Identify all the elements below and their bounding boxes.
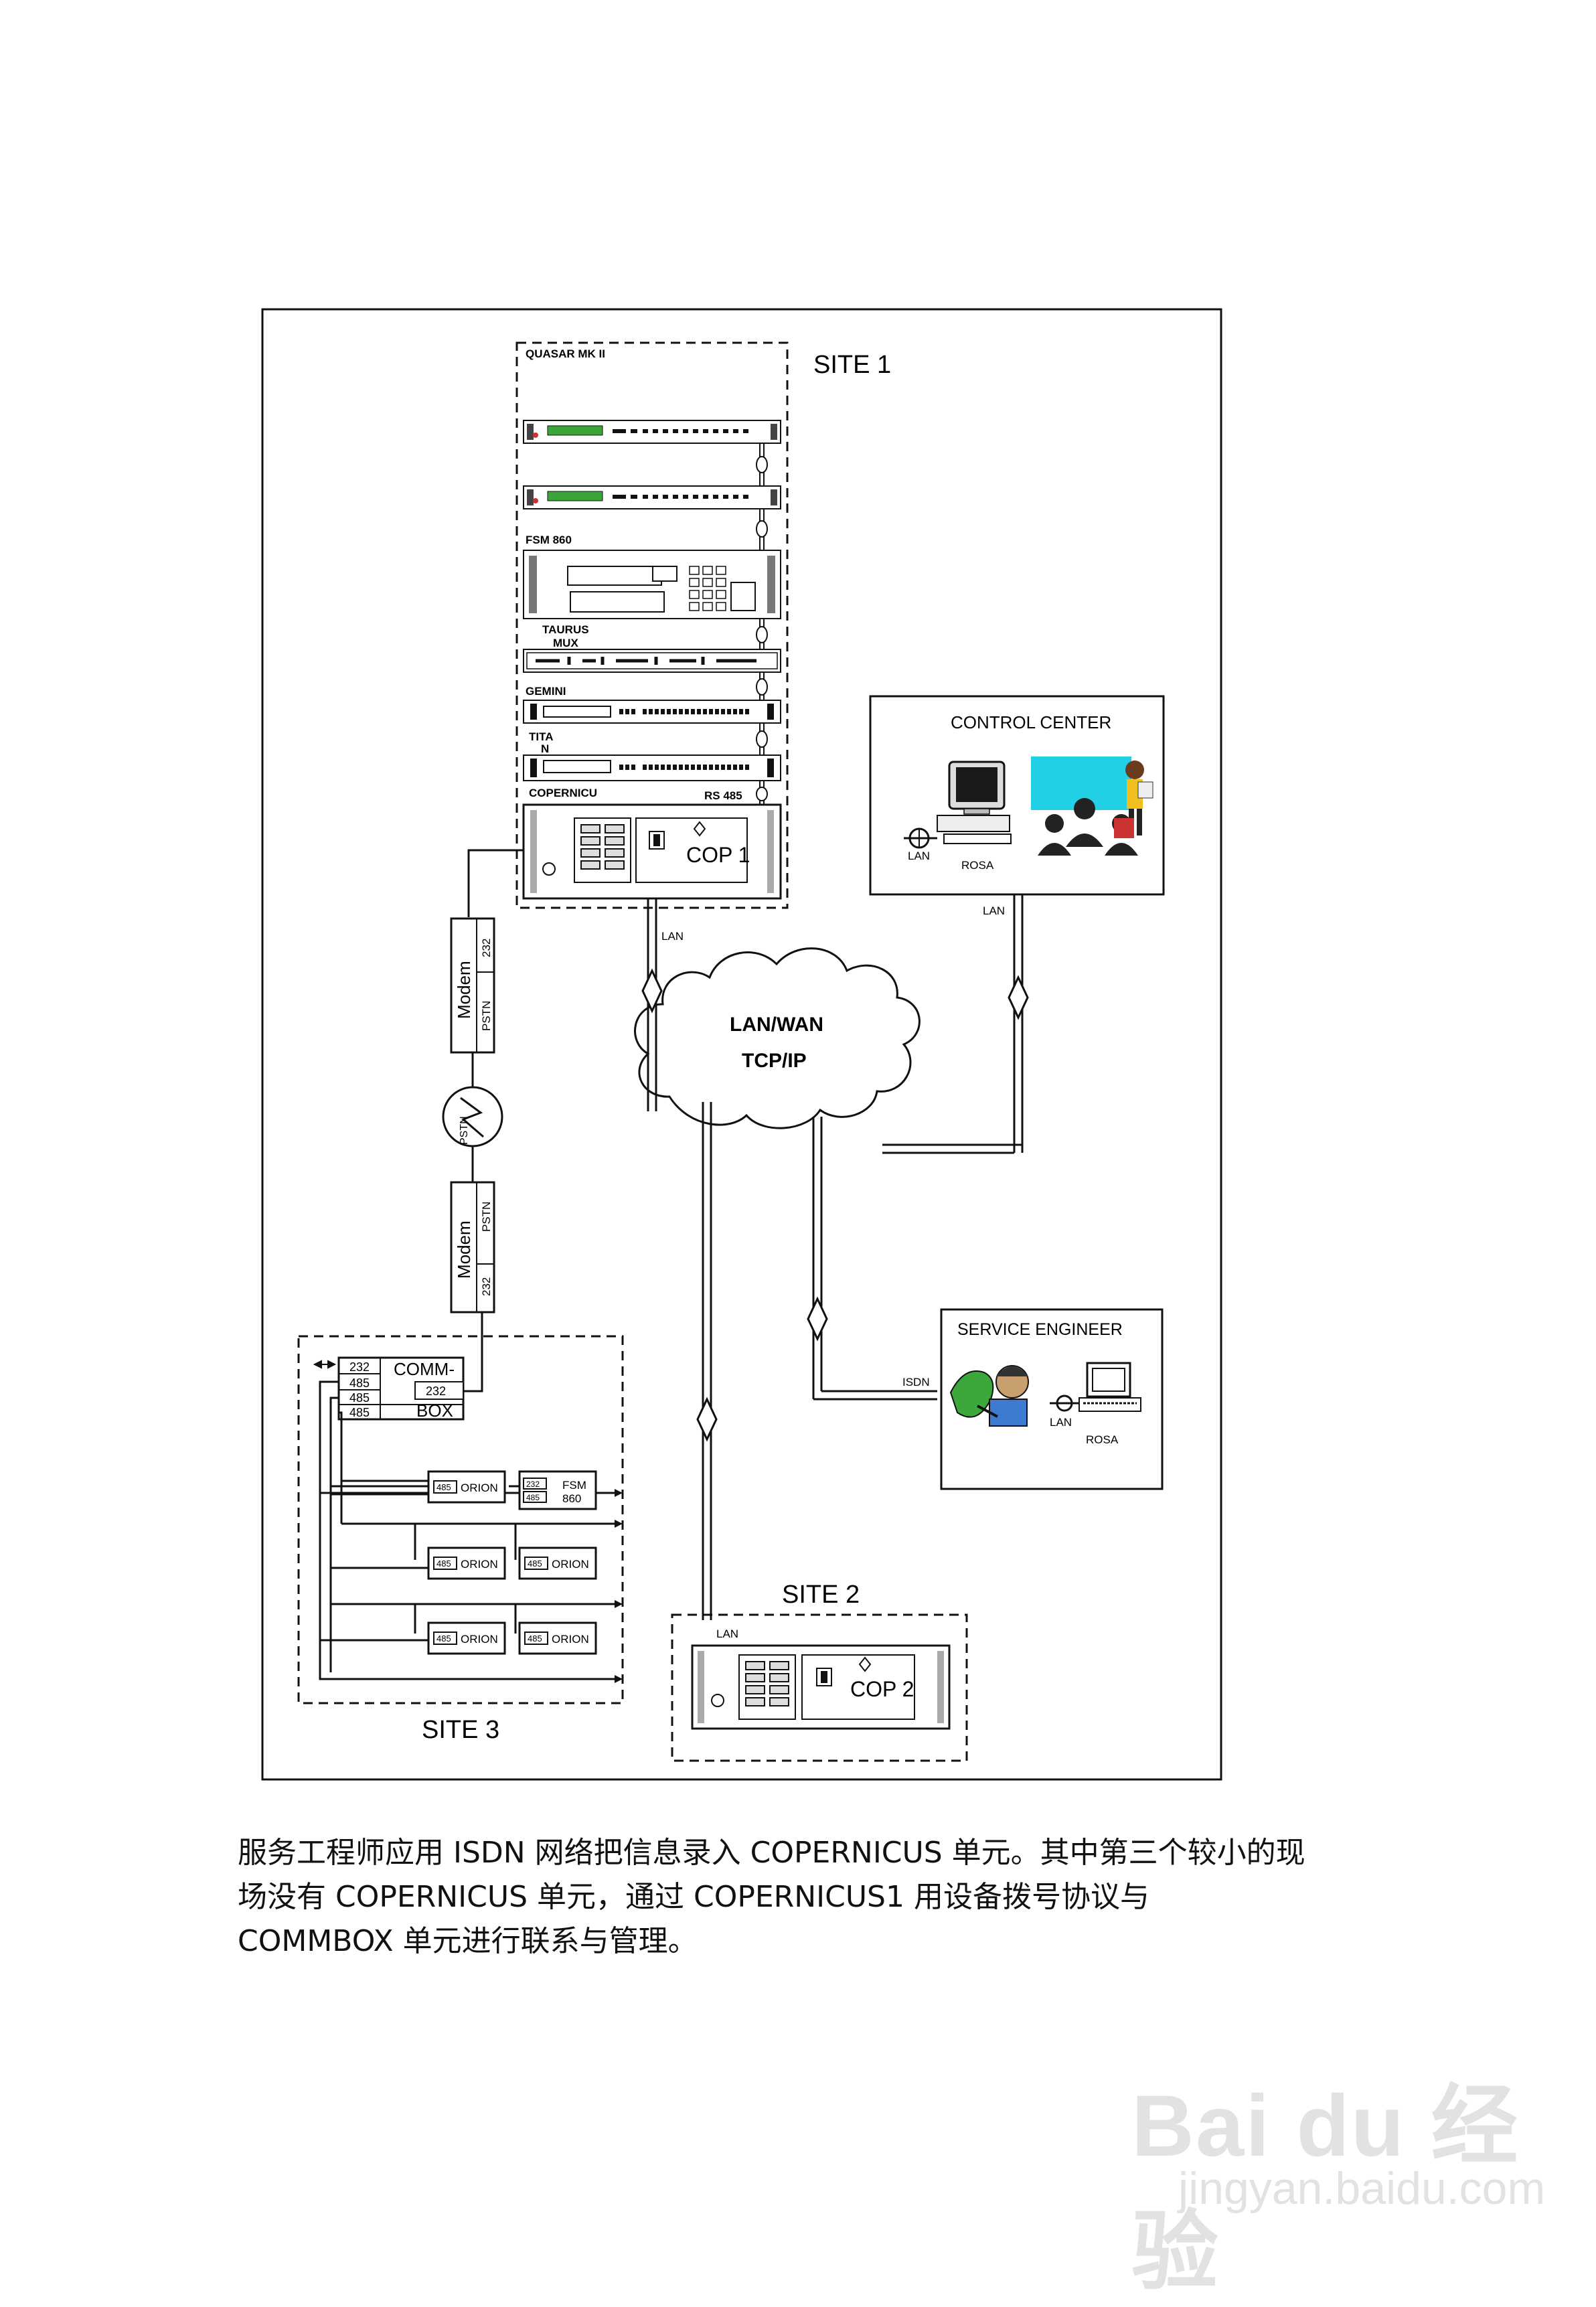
modem-lower-port-a: PSTN [480, 1202, 493, 1232]
modem-upper-port-a: 232 [480, 939, 493, 957]
fsm-device-port-b: 485 [526, 1493, 540, 1502]
orion-1-label: ORION [461, 1482, 498, 1494]
orion-2-port: 485 [436, 1559, 451, 1569]
quasar-unit-1 [523, 420, 781, 444]
fsm-860-unit [523, 550, 781, 619]
commbox-name-2: BOX [416, 1401, 453, 1421]
modem-lower-port-b: 232 [480, 1277, 493, 1296]
quasar-unit-2 [523, 485, 781, 509]
meeting-clipart-icon [1031, 757, 1153, 857]
lan-plug-icon [904, 827, 937, 849]
watermark-url: jingyan.baidu.com [1178, 2163, 1546, 2214]
orion-5-label: ORION [552, 1633, 589, 1646]
fsm-device-label-1: FSM [562, 1479, 586, 1492]
caption-line-1: 服务工程师应用 ISDN 网络把信息录入 COPERNICUS 单元。其中第三个… [238, 1836, 1305, 1870]
commbox-name-1: COMM- [394, 1359, 455, 1379]
cop1-to-modem-link [467, 849, 524, 917]
laptop-icon [1079, 1362, 1141, 1412]
quasar-label: QUASAR MK II [526, 347, 605, 360]
cop1-label: COP 1 [686, 843, 750, 867]
site2-boundary [671, 1613, 968, 1762]
commbox-port-485c: 485 [349, 1406, 370, 1419]
pstn-label: PSTN [459, 1116, 470, 1145]
caption-line-2: 场没有 COPERNICUS 单元，通过 COPERNICUS1 用设备拨号协议… [238, 1880, 1149, 1914]
commbox-port-485a: 485 [349, 1376, 370, 1390]
taurus-mux-unit [523, 649, 781, 673]
site1-label: SITE 1 [813, 351, 891, 379]
orion-2-label: ORION [461, 1558, 498, 1571]
orion-device-2: 485 ORION [427, 1546, 506, 1580]
fsm-label: FSM 860 [526, 534, 572, 546]
rs485-label: RS 485 [704, 789, 742, 802]
pstn-icon: PSTN [442, 1086, 503, 1147]
cop1-unit: COP 1 [522, 803, 782, 900]
control-center-computer [937, 761, 1012, 844]
modem-upper-label: Modem [454, 961, 474, 1019]
orion-device-3: 485 ORION [518, 1546, 597, 1580]
commbox-left-arrows [313, 1360, 337, 1369]
commbox-port-232-right: 232 [426, 1384, 446, 1398]
engineer-lan-plug-icon [1050, 1395, 1079, 1412]
modem-upper-port-b: PSTN [480, 1001, 493, 1031]
fsm-device-label-2: 860 [562, 1492, 581, 1505]
cloud-label-line2: TCP/IP [742, 1050, 807, 1072]
isdn-label: ISDN [902, 1376, 930, 1388]
fsm-device-port-a: 232 [526, 1480, 540, 1489]
titan-label-2: N [541, 742, 549, 755]
site3-boundary [297, 1335, 624, 1704]
lan-links [641, 894, 1029, 1620]
diagram-frame [261, 308, 1222, 1781]
orion-device-5: 485 ORION [518, 1621, 597, 1655]
orion-3-label: ORION [552, 1558, 589, 1571]
orion-1-port: 485 [436, 1482, 451, 1492]
caption-line-3: COMMBOX 单元进行联系与管理。 [238, 1924, 698, 1958]
engineer-clipart-icon [949, 1365, 1029, 1427]
taurus-label-1: TAURUS [542, 623, 589, 636]
taurus-label-2: MUX [553, 637, 578, 649]
gemini-label: GEMINI [526, 685, 566, 698]
site1-boundary [515, 341, 789, 909]
caption: 服务工程师应用 ISDN 网络把信息录入 COPERNICUS 单元。其中第三个… [238, 1831, 1376, 1964]
lan-site2-label: LAN [716, 1627, 738, 1640]
bus-arrowheads [615, 1489, 623, 1683]
lan-site1-label: LAN [661, 930, 684, 943]
network-diagram: SITE 1 QUASAR MK II FSM 860 [261, 308, 1222, 1781]
baidu-watermark: Bai du 经验 jingyan.baidu.com [1131, 2035, 1546, 2300]
titan-unit [523, 754, 781, 781]
control-center-title: CONTROL CENTER [951, 712, 1111, 732]
modem-lower: Modem PSTN 232 [450, 1181, 495, 1314]
cloud-label-line1: LAN/WAN [730, 1014, 823, 1036]
orion-4-port: 485 [436, 1634, 451, 1644]
orion-3-port: 485 [528, 1559, 542, 1569]
cop2-label: COP 2 [850, 1677, 914, 1701]
copernicu-label: COPERNICU [529, 787, 597, 799]
control-center-lan-link-label: LAN [983, 904, 1005, 917]
service-engineer-lan: LAN [1050, 1416, 1072, 1429]
lan-wan-cloud [634, 947, 921, 1129]
orion-4-label: ORION [461, 1633, 498, 1646]
titan-label-1: TITA [529, 730, 554, 743]
cop2-unit: COP 2 [691, 1644, 951, 1730]
orion-5-port: 485 [528, 1634, 542, 1644]
commbox-port-485b: 485 [349, 1391, 370, 1405]
orion-device-1: 485 ORION [427, 1470, 506, 1504]
orion-device-4: 485 ORION [427, 1621, 506, 1655]
service-engineer-title: SERVICE ENGINEER [957, 1320, 1123, 1339]
modem-to-commbox-link [463, 1312, 483, 1393]
modem-lower-label: Modem [454, 1220, 474, 1279]
site2-label: SITE 2 [782, 1581, 860, 1609]
site3-label: SITE 3 [422, 1716, 499, 1744]
commbox: 232 485 485 485 COMM- 232 BOX [337, 1356, 465, 1421]
service-engineer-rosa: ROSA [1086, 1433, 1119, 1446]
gemini-unit [523, 700, 781, 724]
fsm-860-device: 232 485 FSM 860 [518, 1470, 597, 1510]
control-center-rosa: ROSA [961, 859, 994, 872]
rs485-daisy-chain [756, 443, 768, 805]
modem-upper: Modem 232 PSTN [450, 917, 495, 1054]
commbox-port-232: 232 [349, 1360, 370, 1374]
control-center-lan-icon-label: LAN [908, 850, 930, 862]
